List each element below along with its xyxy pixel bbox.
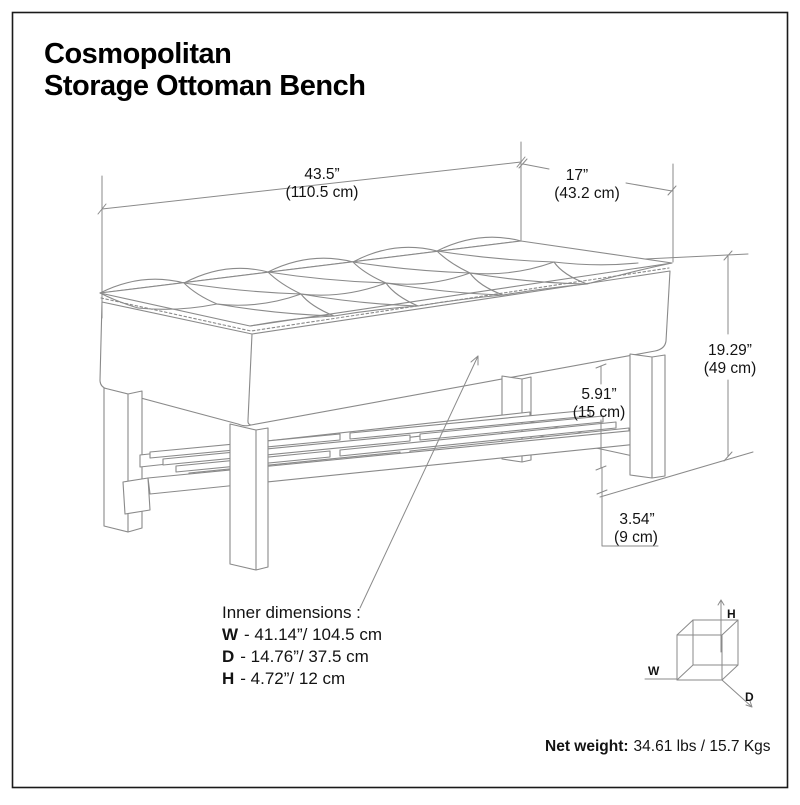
net-weight-label: Net weight: [545, 738, 629, 755]
bench-illustration [99, 236, 673, 571]
cushion-back-bumps [99, 236, 522, 294]
inner-dimension-row: W - 41.14”/ 104.5 cm [222, 625, 382, 644]
base-clearance-label-inches: 3.54” [619, 511, 654, 528]
width-label-metric: (110.5 cm) [286, 184, 359, 201]
inner-dim-value: - 4.72”/ 12 cm [240, 669, 345, 688]
shelf-slat [162, 415, 604, 466]
box-front-corner-edge [247, 333, 253, 426]
product-title-line1: Cosmopolitan [44, 38, 231, 70]
inner-dim-value: - 14.76”/ 37.5 cm [240, 647, 369, 666]
inner-dimension-row: D - 14.76”/ 37.5 cm [222, 647, 369, 666]
shelf-front-rail-cap [122, 477, 151, 515]
inner-dim-axis: D [222, 647, 234, 666]
inner-dimension-row: H - 4.72”/ 12 cm [222, 669, 345, 688]
shelf-clearance-label-inches: 5.91” [581, 386, 616, 403]
leg [229, 423, 269, 571]
shelf-slat [175, 421, 617, 473]
base-clearance-dimension [596, 467, 659, 547]
shelf-clearance-dimension [595, 363, 607, 471]
cube-height-axis-label: H [727, 607, 736, 621]
height-label-metric: (49 cm) [704, 360, 757, 377]
orientation-cube-icon [644, 599, 753, 708]
inner-dimensions-leader [359, 355, 479, 609]
base-clearance-label-metric: (9 cm) [614, 529, 658, 546]
cube-depth-axis-label: D [745, 690, 754, 704]
storage-box [99, 270, 671, 427]
leg [629, 353, 666, 479]
shelf-clearance-label-metric: (15 cm) [573, 404, 626, 421]
depth-label-inches: 17” [566, 167, 588, 184]
height-axis-arrow [717, 599, 725, 653]
front-legs [229, 353, 666, 571]
net-weight: Net weight: 34.61 lbs / 15.7 Kgs [545, 738, 771, 755]
cube-width-axis-label: W [648, 664, 660, 678]
height-dimension [599, 250, 754, 498]
net-weight-value: 34.61 lbs / 15.7 Kgs [634, 738, 771, 755]
inner-dim-axis: H [222, 669, 234, 688]
inner-dimensions-heading: Inner dimensions : [222, 603, 361, 622]
dimension-lines [97, 141, 754, 609]
cushion [99, 236, 673, 332]
product-title-line2: Storage Ottoman Bench [44, 70, 365, 102]
depth-dimension [518, 141, 677, 263]
width-label-inches: 43.5” [304, 166, 339, 183]
inner-dim-value: - 41.14”/ 104.5 cm [244, 625, 382, 644]
cushion-piping-stitch [100, 267, 670, 332]
inner-dimensions-block: Inner dimensions : W - 41.14”/ 104.5 cm D… [222, 603, 382, 688]
floor-reference-line [599, 451, 754, 498]
height-label-inches: 19.29” [708, 342, 752, 359]
inner-dim-axis: W [222, 625, 239, 644]
depth-label-metric: (43.2 cm) [554, 185, 619, 202]
depth-axis-arrow [721, 679, 753, 708]
